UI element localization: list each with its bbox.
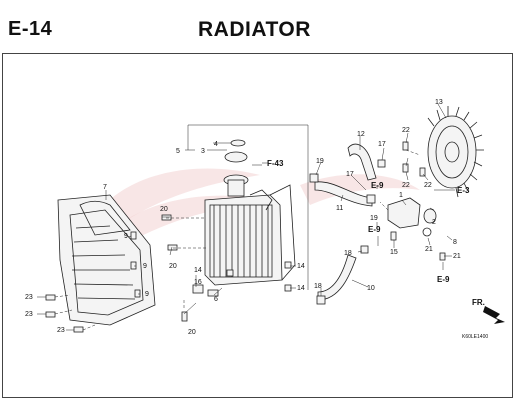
callout-23-upper: 23: [25, 294, 33, 301]
callout-4: 4: [214, 141, 218, 148]
cooling-fan-part: [427, 106, 484, 198]
callout-9-lower: 9: [145, 291, 149, 298]
callout-23-lower: 23: [57, 327, 65, 334]
callout-14-upper-right: 14: [297, 263, 305, 270]
callout-18-lower: 18: [314, 283, 322, 290]
callout-11: 11: [336, 205, 343, 212]
thermostat-housing-part: [387, 197, 437, 237]
radiator-cap-part: [224, 139, 248, 163]
callout-1: 1: [399, 192, 403, 199]
callout-21-left: 21: [425, 246, 433, 253]
leader-lines: [37, 103, 455, 331]
radiator-shroud-part: [57, 194, 156, 326]
reference-e9-middle: E-9: [368, 225, 381, 234]
diagram-code: K60LE1400: [462, 334, 488, 340]
alignment-lines: [54, 149, 421, 331]
callout-20-middle: 20: [169, 263, 177, 270]
callout-16: 16: [194, 279, 202, 286]
callout-14-lower-right: 14: [297, 285, 305, 292]
callout-9-middle: 9: [143, 263, 147, 270]
reference-e9-lower: E-9: [437, 275, 450, 284]
section-code: E-14: [8, 18, 53, 40]
callout-8: 8: [453, 239, 457, 246]
callout-19-left: 19: [316, 158, 324, 165]
callout-2: 2: [432, 219, 436, 226]
callout-numbers: 1 2 3 4 5 6 7 8 9 9 9 10 11 12 13 14 14 …: [25, 99, 461, 336]
section-title: RADIATOR: [198, 18, 311, 41]
callout-13: 13: [435, 99, 443, 106]
callout-15: 15: [390, 249, 398, 256]
callout-18-upper: 18: [344, 250, 352, 257]
callout-10: 10: [367, 285, 375, 292]
callout-19-right: 19: [370, 215, 378, 222]
callout-23-middle: 23: [25, 311, 33, 318]
reference-f43: F-43: [267, 159, 284, 168]
callout-17-lower: 17: [346, 171, 354, 178]
radiator-core-part: [204, 174, 296, 286]
callout-20-upper: 20: [160, 206, 168, 213]
callout-9-upper: 9: [124, 233, 128, 240]
reference-e9-upper: E-9: [371, 181, 384, 190]
callout-22-upper: 22: [402, 127, 410, 134]
callout-22-lower-left: 22: [402, 182, 410, 189]
brand-watermark: [95, 168, 420, 245]
direction-label: FR.: [472, 298, 485, 307]
section-references: F-43 E-9 E-9 E-9 E-3 FR.: [267, 159, 485, 307]
diagram-border: [2, 53, 513, 398]
callout-14-left: 14: [194, 267, 202, 274]
callout-7: 7: [103, 184, 107, 191]
callout-5: 5: [176, 148, 180, 155]
reference-e3: E-3: [457, 186, 470, 195]
callout-21-right: 21: [453, 253, 461, 260]
hose-parts: [314, 143, 377, 301]
callout-6: 6: [214, 296, 218, 303]
callout-12: 12: [357, 131, 365, 138]
callout-20-lower: 20: [188, 329, 196, 336]
fastener-parts: [45, 141, 446, 333]
radiator-assembly-bracket-line: [188, 124, 309, 290]
front-direction-arrow: [483, 306, 505, 324]
callout-3: 3: [201, 148, 205, 155]
callout-17-upper: 17: [378, 141, 386, 148]
callout-22-lower-right: 22: [424, 182, 432, 189]
